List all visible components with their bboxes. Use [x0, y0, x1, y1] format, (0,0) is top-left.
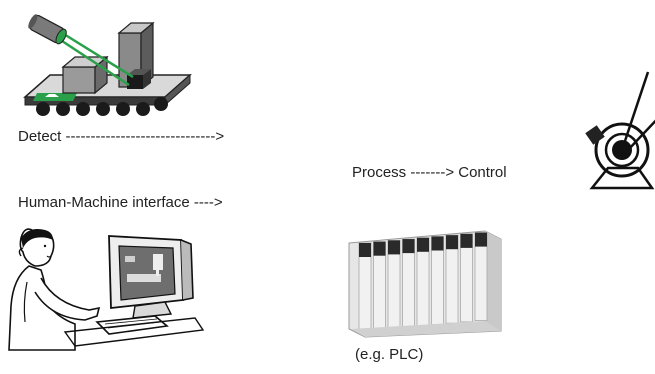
plc-module-header — [402, 239, 415, 254]
plc-rack-icon — [348, 230, 502, 338]
conveyor-sensor-icon — [23, 14, 192, 116]
plc-modules — [358, 232, 488, 332]
plc-module-header — [431, 236, 444, 251]
plc-module-header — [475, 232, 487, 247]
plc-module-header — [388, 240, 400, 255]
motor-valve-icon — [585, 71, 655, 190]
plc-example-label: (e.g. PLC) — [355, 346, 424, 363]
plc-module-header — [446, 235, 458, 250]
detect-label: Detect ------------------------------> — [18, 128, 225, 145]
plc-module — [460, 233, 473, 323]
operator-computer-icon — [8, 228, 205, 351]
plc-module-header — [373, 241, 386, 256]
plc-module-header — [417, 237, 429, 252]
hmi-label: Human-Machine interface ----> — [18, 194, 223, 211]
plc-module-header — [460, 233, 473, 248]
process-control-label: Process -------> Control — [352, 164, 507, 181]
plc-module-header — [359, 243, 371, 257]
